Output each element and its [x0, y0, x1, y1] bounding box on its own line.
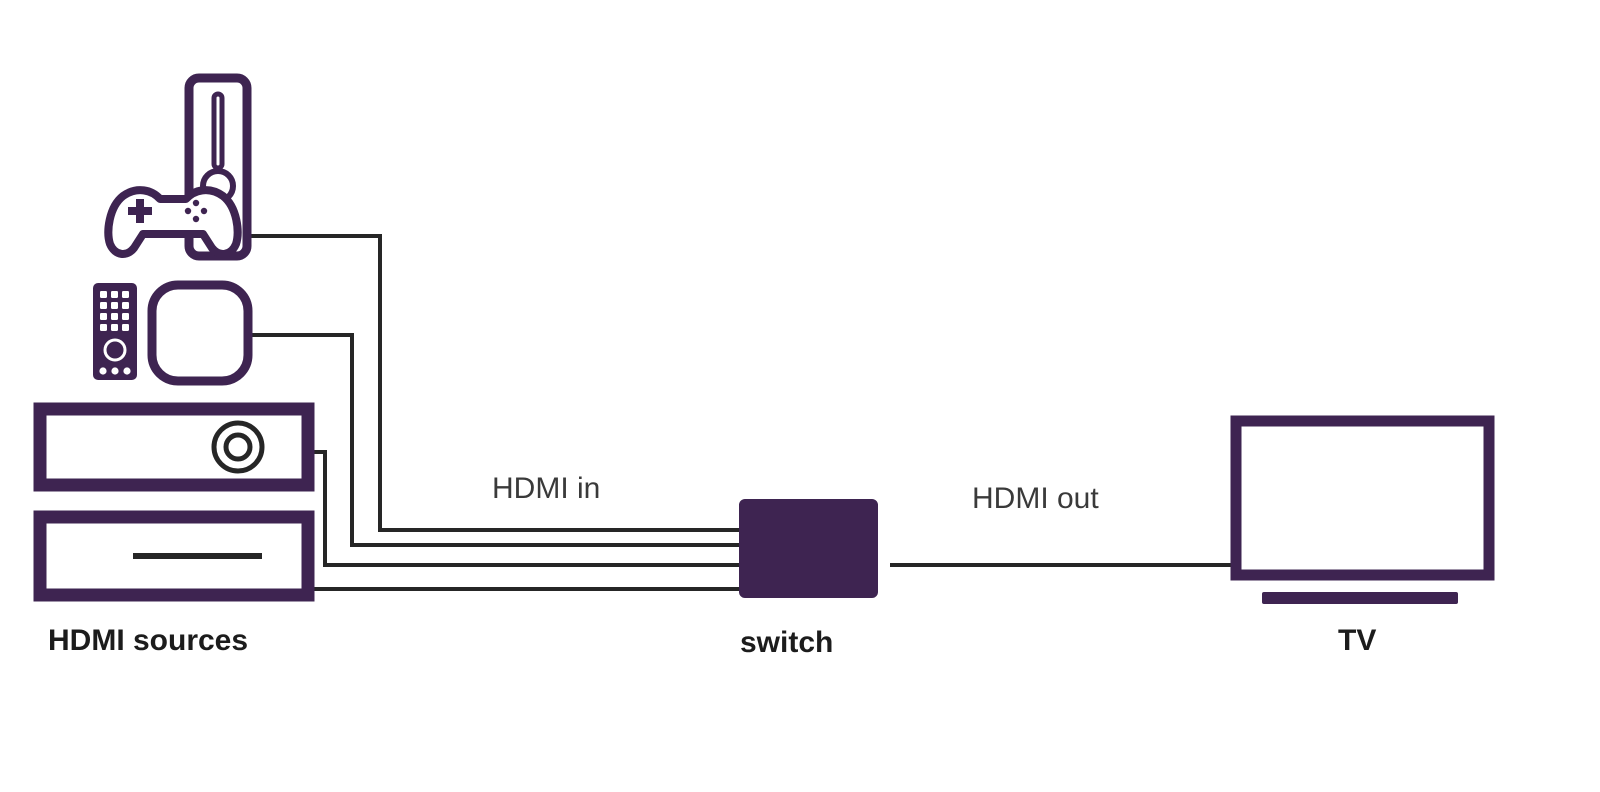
- device-vcr-player[interactable]: [33, 510, 315, 602]
- game-controller-face-button: [184, 207, 192, 215]
- game-controller-face-button: [192, 215, 200, 223]
- game-controller-face-button: [192, 199, 200, 207]
- cable-dvd-player: [310, 450, 752, 567]
- tv-stand: [1262, 592, 1458, 604]
- node-switch[interactable]: [739, 499, 878, 598]
- cable-streaming-box: [250, 333, 752, 547]
- hdmi-in-label: HDMI in: [492, 472, 600, 505]
- device-streaming-box[interactable]: [147, 280, 253, 386]
- game-console-disc-slot: [211, 91, 225, 171]
- game-controller-face-button: [200, 207, 208, 215]
- hdmi-sources-label: HDMI sources: [48, 624, 248, 657]
- switch-box: [739, 499, 878, 598]
- device-dvd-player[interactable]: [33, 402, 315, 492]
- dvd-player-body: [33, 402, 315, 492]
- switch-label: switch: [740, 626, 833, 659]
- device-game-controller[interactable]: [104, 186, 242, 258]
- game-controller-dpad-icon: [128, 199, 152, 223]
- remote-control-bottom-buttons: [99, 367, 131, 375]
- game-controller-body: [104, 186, 242, 258]
- dvd-player-disc-inner-ring: [223, 432, 253, 462]
- cable-game-console: [248, 234, 752, 532]
- streaming-box-body: [147, 280, 253, 386]
- remote-control-navigation-ring: [103, 338, 127, 362]
- tv-screen: [1230, 415, 1495, 581]
- cable-group: [248, 234, 1236, 591]
- device-remote-control[interactable]: [93, 283, 137, 380]
- hdmi-out-label: HDMI out: [972, 482, 1099, 515]
- node-tv[interactable]: [1230, 415, 1495, 604]
- tv-label: TV: [1338, 624, 1376, 657]
- remote-control-keypad: [100, 291, 129, 331]
